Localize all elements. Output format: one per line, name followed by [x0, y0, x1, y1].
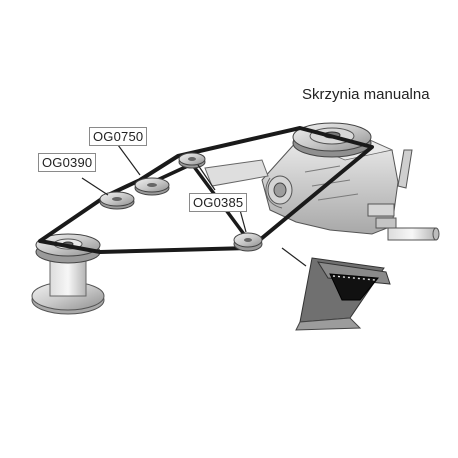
idler-pulley-og0750 — [134, 177, 170, 196]
belt-cross-section — [295, 257, 391, 331]
part-label-og0390: OG0390 — [38, 153, 97, 172]
idler-pulley-upper — [178, 152, 206, 169]
part-label-og0750: OG0750 — [89, 127, 148, 146]
idler-pulley-og0390 — [99, 191, 135, 210]
leader-lines — [81, 144, 307, 267]
engine-pulley — [31, 233, 105, 315]
part-label-og0385: OG0385 — [189, 193, 248, 212]
idler-pulley-og0385 — [233, 232, 263, 252]
diagram-title: Skrzynia manualna — [302, 86, 430, 103]
